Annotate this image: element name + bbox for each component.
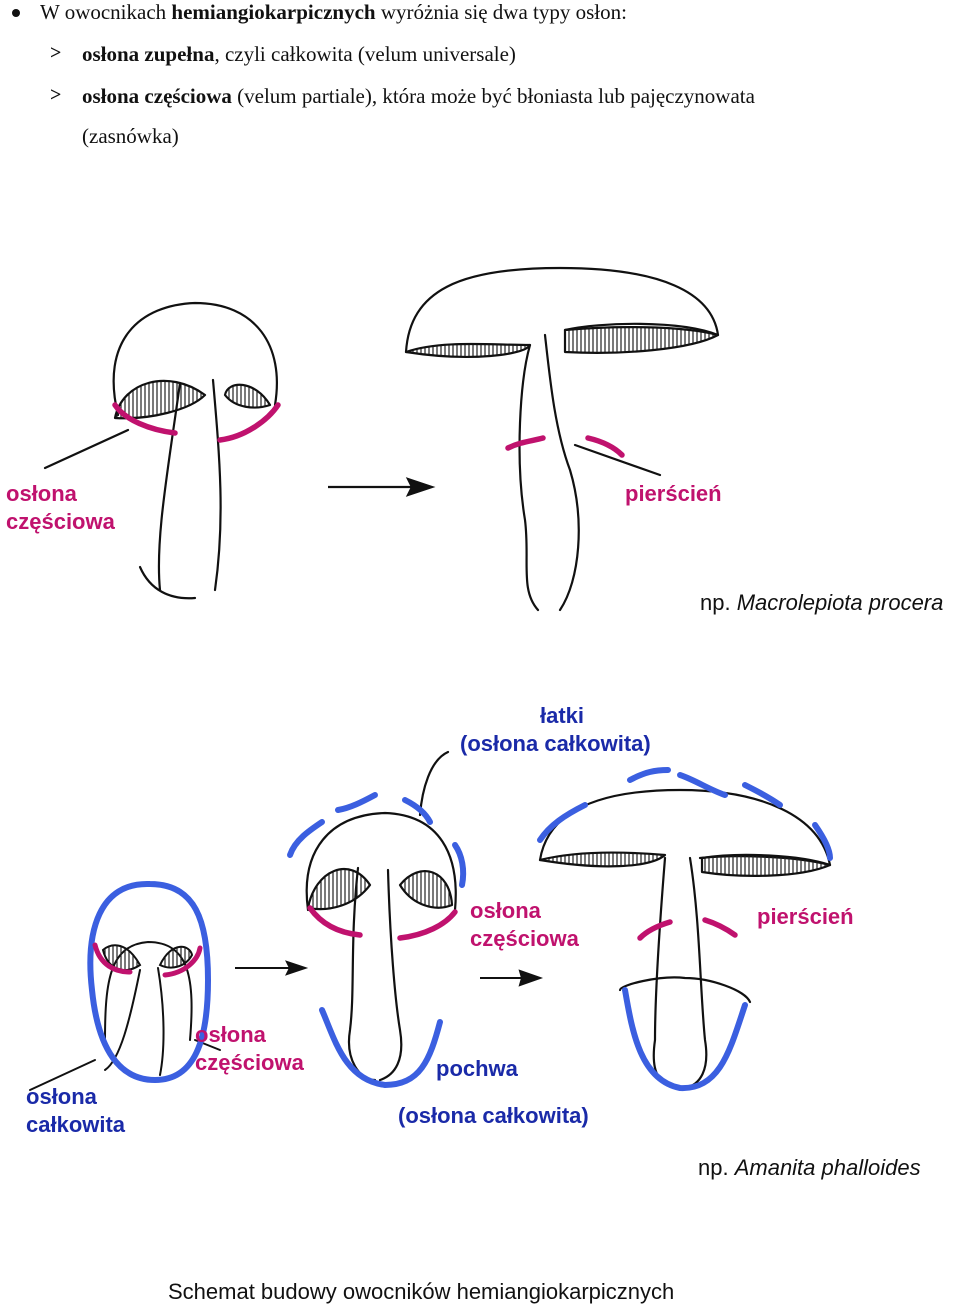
label-line: częściowa bbox=[6, 509, 115, 534]
cap-outline bbox=[305, 811, 457, 912]
list-item-bold: osłona częściowa bbox=[82, 84, 232, 108]
stem-right bbox=[543, 333, 580, 612]
stem-left bbox=[104, 969, 141, 1071]
example-top: np. Macrolepiota procera bbox=[700, 589, 943, 617]
label-partial-veil-left: osłona częściowa bbox=[195, 1021, 304, 1077]
stem-right bbox=[683, 856, 708, 1090]
stem-left bbox=[652, 856, 682, 1090]
bullet-icon bbox=[12, 9, 20, 17]
list-item-bold: osłona zupełna bbox=[82, 42, 215, 66]
cap-outline bbox=[404, 266, 720, 354]
leader-line bbox=[43, 428, 130, 470]
example-species: Macrolepiota procera bbox=[736, 590, 944, 615]
intro-term: hemiangiokarpicznych bbox=[171, 0, 376, 24]
arrow-icon bbox=[328, 477, 436, 497]
list-item-partial: osłona częściowa (velum partiale), która… bbox=[82, 84, 755, 108]
example-species: Amanita phalloides bbox=[734, 1155, 921, 1180]
stem-left bbox=[157, 381, 182, 592]
label-partial-veil-top: osłona częściowa bbox=[6, 480, 115, 536]
label-line: całkowita bbox=[26, 1112, 126, 1137]
chevron-right-icon: > bbox=[50, 84, 62, 106]
young-mushroom-top bbox=[43, 301, 278, 600]
label-volva-sub: (osłona całkowita) bbox=[398, 1103, 589, 1128]
example-bottom: np. Amanita phalloides bbox=[698, 1154, 921, 1182]
arrow-icon bbox=[480, 969, 544, 987]
young-cap bbox=[104, 940, 193, 1041]
example-prefix: np. bbox=[700, 590, 737, 615]
label-partial-veil-mid: osłona częściowa bbox=[470, 897, 579, 953]
egg-stage bbox=[29, 940, 221, 1091]
example-prefix: np. bbox=[698, 1155, 735, 1180]
label-volva: pochwa bbox=[436, 1056, 518, 1081]
label-ring-bottom: pierścień bbox=[757, 904, 854, 929]
intro-prefix: W owocnikach bbox=[40, 0, 172, 24]
intro-sentence: W owocnikach hemiangiokarpicznych wyróżn… bbox=[40, 0, 627, 24]
ring-top bbox=[505, 435, 625, 458]
label-line: osłona bbox=[6, 481, 77, 506]
label-patches: łatki bbox=[540, 703, 585, 728]
universal-veil-patches-stage3 bbox=[537, 767, 833, 1092]
label-line: osłona bbox=[195, 1022, 266, 1047]
label-ring-top: pierścień bbox=[625, 481, 722, 506]
label-line: osłona bbox=[470, 898, 541, 923]
ring-bottom bbox=[637, 917, 738, 941]
partial-veil-bottom bbox=[307, 905, 458, 941]
leader-line bbox=[573, 443, 662, 477]
leader-line bbox=[29, 1059, 96, 1091]
mature-mushroom-top bbox=[404, 266, 720, 612]
stem-right bbox=[378, 868, 403, 1082]
mature-mushroom-bottom bbox=[538, 788, 832, 1090]
label-line: częściowa bbox=[195, 1050, 304, 1075]
stem-left bbox=[518, 343, 540, 612]
partial-veil-egg bbox=[92, 942, 203, 978]
stem-right bbox=[157, 967, 165, 1076]
label-line: osłona bbox=[26, 1084, 97, 1109]
label-patches-sub: (osłona całkowita) bbox=[460, 731, 651, 756]
label-line: częściowa bbox=[470, 926, 579, 951]
arrow-icon bbox=[235, 960, 309, 976]
young-mushroom-bottom bbox=[305, 750, 457, 1082]
volva-rim bbox=[618, 976, 752, 1004]
chevron-right-icon: > bbox=[50, 42, 62, 64]
list-item-universal: osłona zupełna, czyli całkowita (velum u… bbox=[82, 42, 516, 66]
intro-suffix: wyróżnia się dwa typy osłon: bbox=[375, 0, 627, 24]
universal-veil-egg bbox=[87, 880, 212, 1084]
universal-veil-patches-stage2 bbox=[287, 792, 467, 1089]
figure-caption: Schemat budowy owocników hemiangiokarpic… bbox=[168, 1279, 675, 1304]
label-universal-veil: osłona całkowita bbox=[26, 1083, 125, 1139]
stem-right bbox=[211, 378, 222, 592]
list-item-rest: , czyli całkowita (velum universale) bbox=[214, 42, 516, 66]
partial-veil-top bbox=[112, 402, 281, 443]
list-item-continuation: (zasnówka) bbox=[82, 124, 179, 148]
stem-base bbox=[138, 565, 197, 600]
cap-outline bbox=[112, 301, 278, 417]
list-item-rest: (velum partiale), która może być błonias… bbox=[231, 84, 755, 108]
leader-line bbox=[418, 750, 450, 817]
